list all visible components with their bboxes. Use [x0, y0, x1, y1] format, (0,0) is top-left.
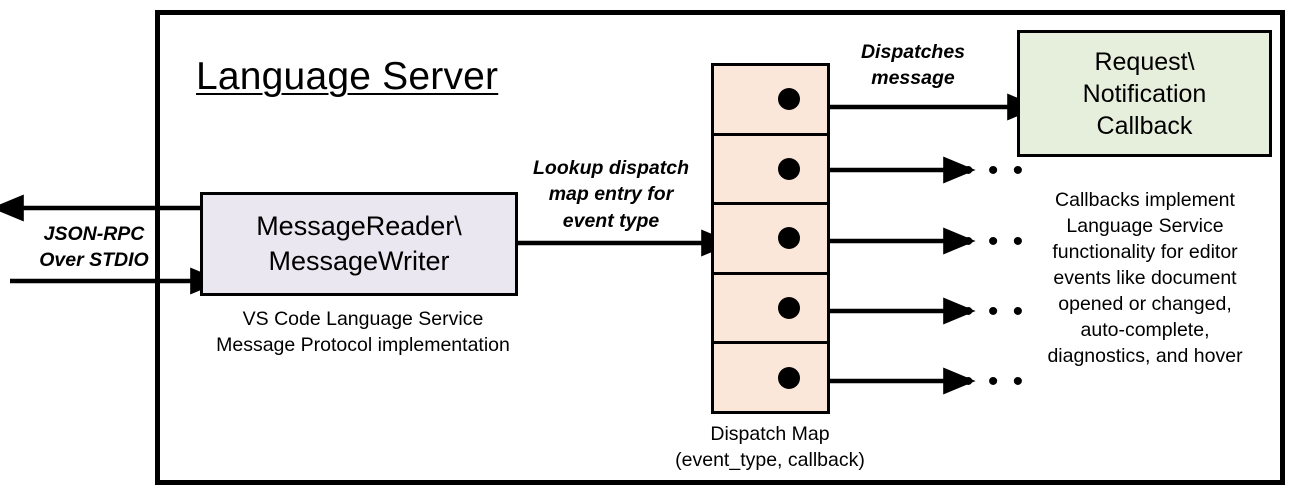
dispatches-message-label: Dispatches message — [860, 41, 966, 90]
page-title-text: Language Server — [196, 55, 499, 98]
dispatch-map-row[interactable] — [714, 66, 827, 136]
request-notification-callback-label: Request\ Notification Callback — [1082, 47, 1207, 140]
callback-dot-icon — [778, 297, 800, 320]
message-reader-writer-label: MessageReader\ MessageWriter — [256, 210, 462, 276]
ellipsis-row-4: • • • — [963, 295, 1027, 328]
message-reader-writer-box[interactable]: MessageReader\ MessageWriter — [200, 192, 518, 296]
ellipsis-row-2: • • • — [963, 154, 1027, 187]
dispatch-map-row[interactable] — [714, 205, 827, 275]
jsonrpc-transport-label: JSON-RPC Over STDIO — [39, 223, 149, 272]
callback-dot-icon — [778, 227, 800, 250]
lookup-dispatch-label: Lookup dispatch map entry for event type — [533, 157, 689, 232]
dispatch-map-caption: Dispatch Map (event_type, callback) — [675, 423, 865, 471]
message-reader-writer-caption: VS Code Language Service Message Protoco… — [216, 308, 510, 356]
request-notification-callback-box[interactable]: Request\ Notification Callback — [1017, 30, 1272, 157]
dispatch-map-table[interactable] — [711, 63, 830, 414]
callback-dot-icon — [778, 157, 800, 180]
dispatch-map-row[interactable] — [714, 274, 827, 345]
dispatch-map-row[interactable] — [714, 344, 827, 411]
ellipsis-row-5: • • • — [963, 365, 1027, 398]
ellipsis-row-3: • • • — [963, 225, 1027, 258]
language-server-container — [155, 10, 1285, 485]
callback-dot-icon — [778, 88, 800, 111]
page-title: Language Server — [196, 54, 616, 100]
dispatch-map-row[interactable] — [714, 135, 827, 206]
callback-dot-icon — [778, 366, 800, 389]
callback-caption: Callbacks implement Language Service fun… — [1047, 189, 1243, 367]
